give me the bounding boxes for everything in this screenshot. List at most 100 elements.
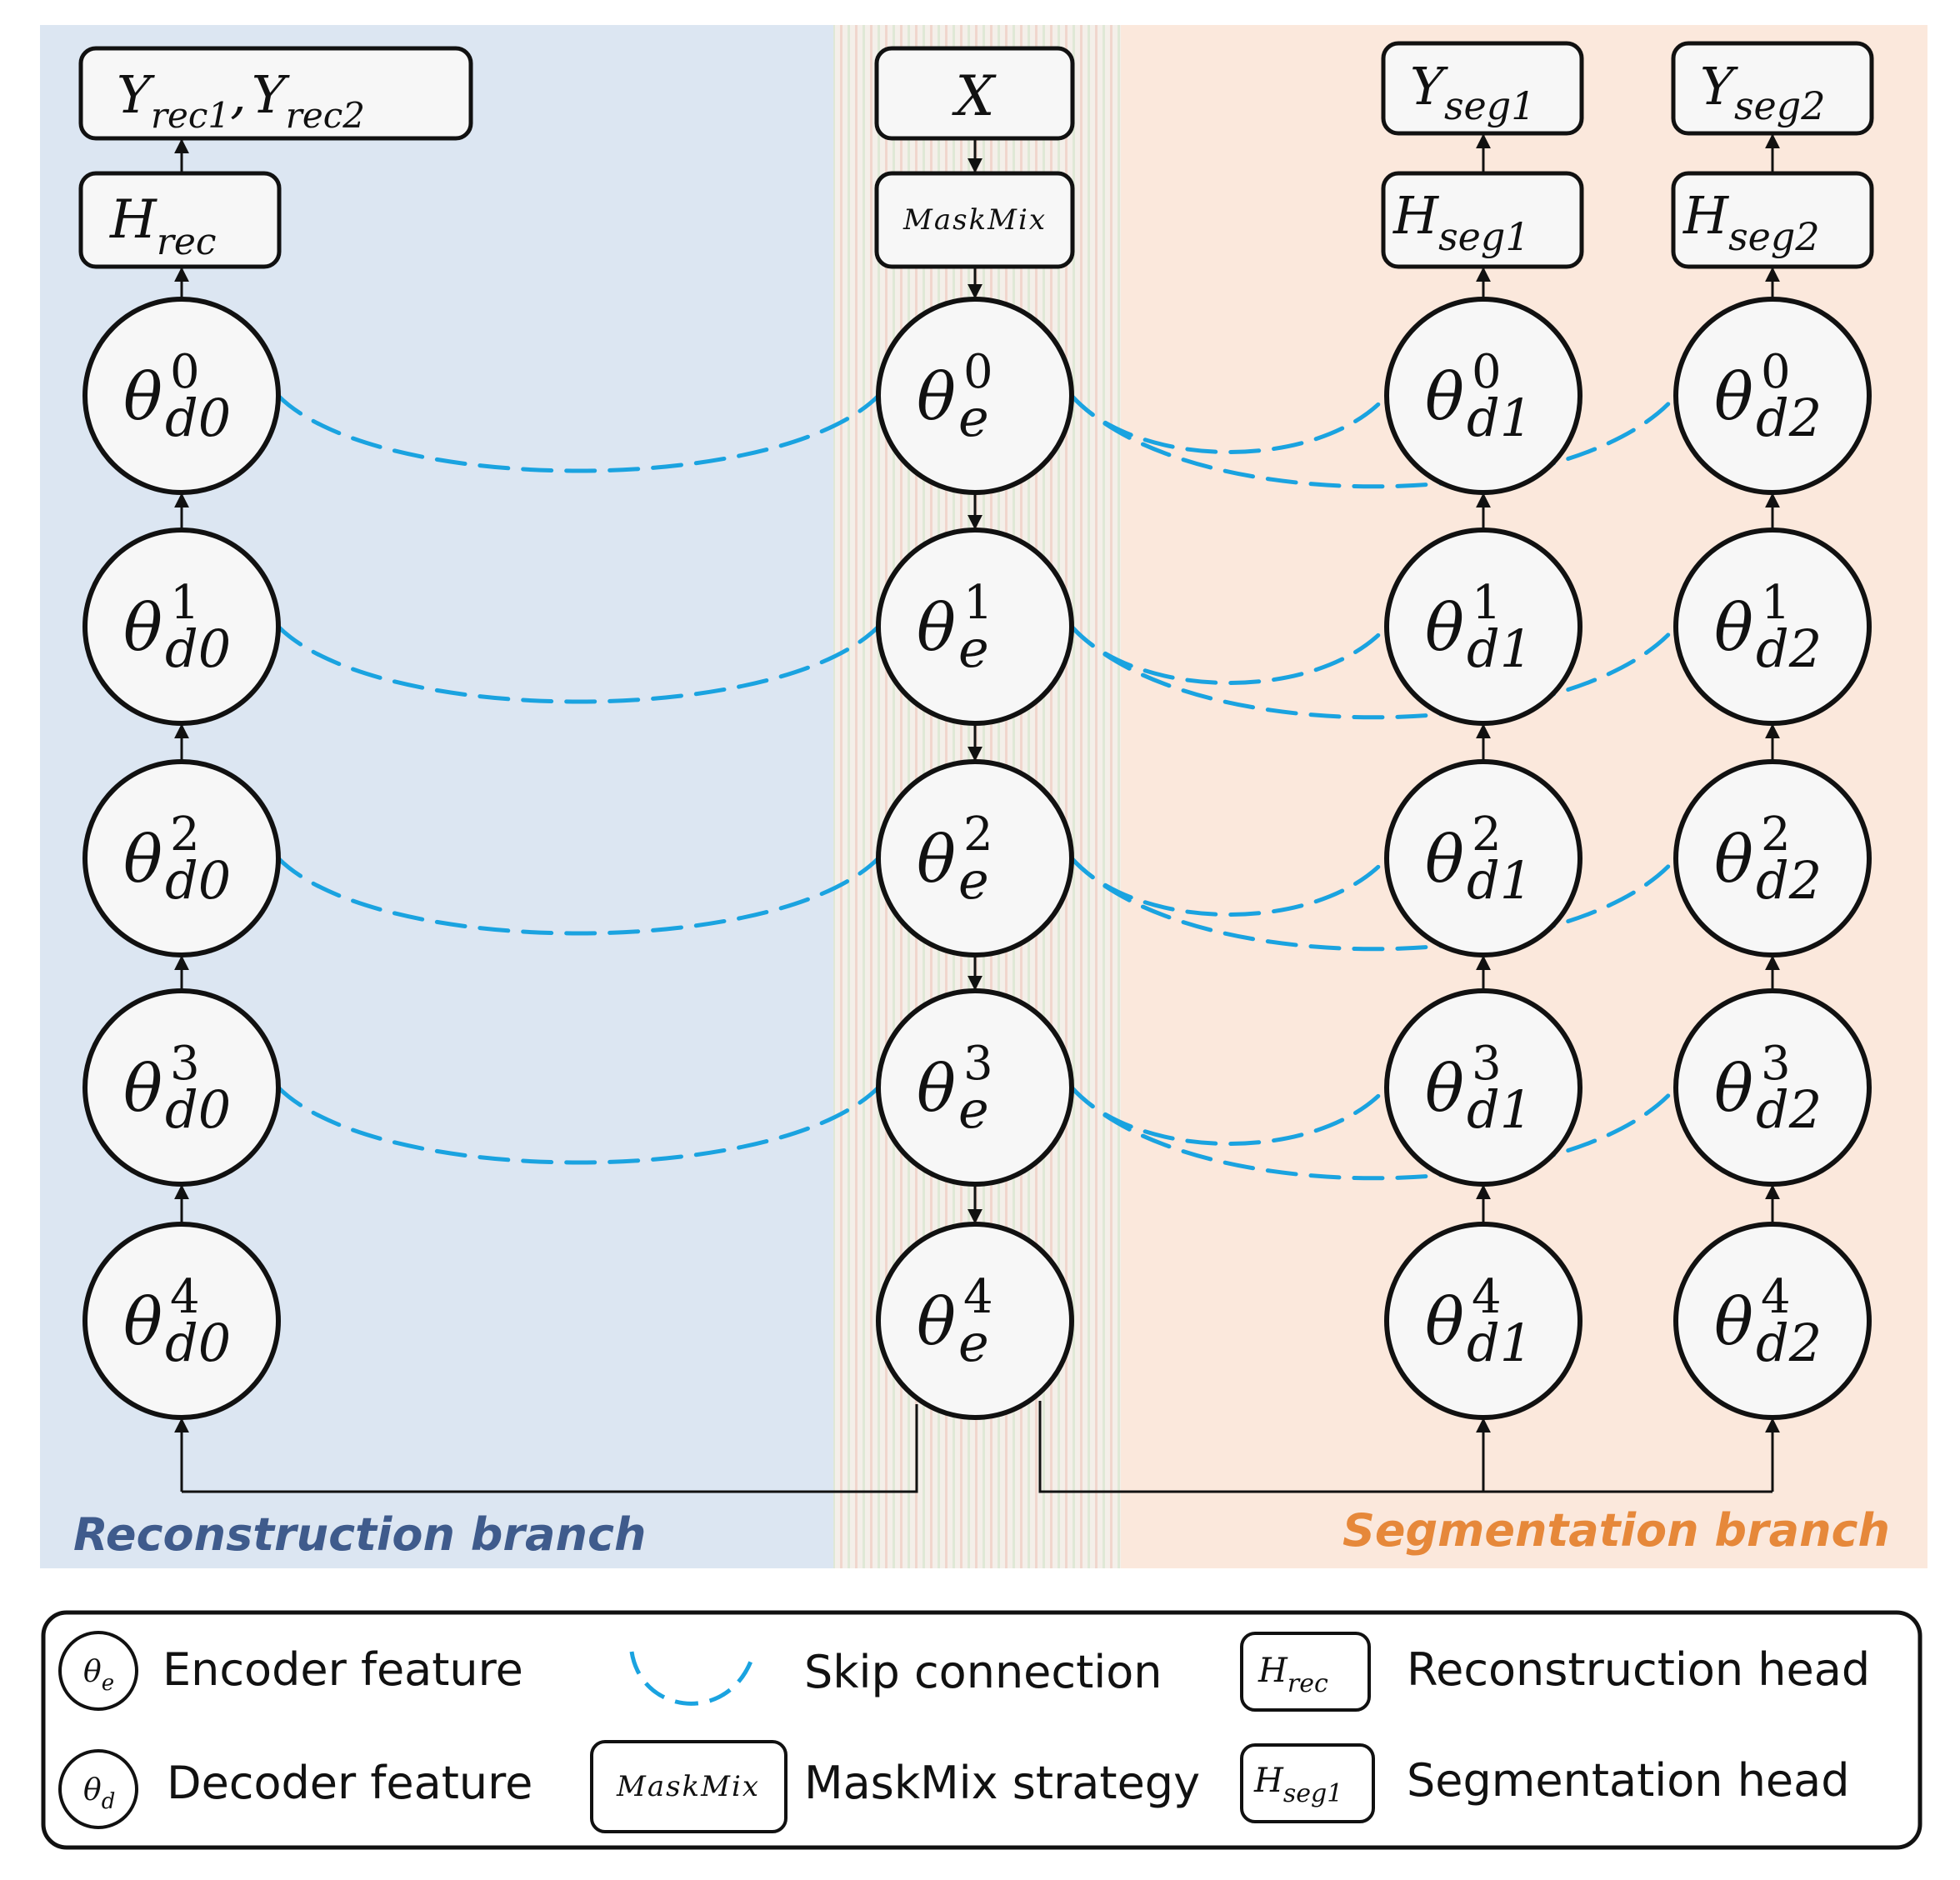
skip-connection-rec bbox=[276, 1085, 881, 1165]
legend-encoder-label: Encoder feature bbox=[162, 1643, 523, 1696]
legend-decoder-label: Decoder feature bbox=[167, 1757, 532, 1809]
svg-text:θe: θe bbox=[83, 1655, 114, 1696]
svg-text:X: X bbox=[952, 64, 998, 128]
node-circle bbox=[1673, 297, 1872, 495]
legend-seg-head-icon: Hseg1 bbox=[1240, 1743, 1375, 1823]
legend-frame bbox=[41, 1610, 1922, 1850]
skip-connection-seg2 bbox=[1069, 1085, 1678, 1181]
svg-text:Hrec: Hrec bbox=[109, 189, 217, 263]
svg-text:Hseg1: Hseg1 bbox=[1392, 185, 1530, 259]
node-circle bbox=[1673, 528, 1872, 726]
svg-text:Yseg2: Yseg2 bbox=[1700, 56, 1825, 128]
seg1-head-box: Hseg1 bbox=[1381, 171, 1584, 269]
flow-arrows bbox=[174, 133, 1780, 1493]
legend-maskmix-label: MaskMix strategy bbox=[804, 1757, 1200, 1809]
node-circle bbox=[1673, 759, 1872, 958]
node-circle bbox=[82, 1222, 281, 1420]
node-circle bbox=[876, 528, 1074, 726]
node-circle bbox=[1384, 759, 1582, 958]
node-circle bbox=[82, 297, 281, 495]
node-circle bbox=[82, 988, 281, 1187]
bottleneck-to-rec-line bbox=[182, 1404, 918, 1493]
node-circle bbox=[876, 1222, 1074, 1420]
legend-rec-head-label: Reconstruction head bbox=[1407, 1643, 1870, 1696]
seg2-output-box: Yseg2 bbox=[1671, 41, 1874, 136]
rec-head-box: Hrec bbox=[78, 171, 282, 269]
segmentation-branch-label: Segmentation branch bbox=[1342, 1504, 1890, 1557]
skip-connection-rec bbox=[276, 856, 881, 936]
svg-text:Hseg1: Hseg1 bbox=[1253, 1762, 1342, 1808]
skip-connection-rec bbox=[276, 624, 881, 704]
node-circle bbox=[1384, 1222, 1582, 1420]
bottleneck-to-seg-line bbox=[1038, 1401, 1772, 1493]
svg-text:θd: θd bbox=[83, 1773, 115, 1814]
svg-text:MaskMix: MaskMix bbox=[902, 203, 1047, 237]
legend-encoder-icon: θe bbox=[58, 1631, 138, 1711]
svg-text:Yseg1: Yseg1 bbox=[1410, 56, 1535, 128]
seg1-output-box: Yseg1 bbox=[1381, 41, 1584, 136]
svg-text:Hseg2: Hseg2 bbox=[1682, 185, 1820, 259]
skip-connection-seg2 bbox=[1069, 856, 1678, 952]
legend-skip-icon bbox=[629, 1651, 757, 1706]
node-circle bbox=[876, 759, 1074, 958]
reconstruction-branch-label: Reconstruction branch bbox=[73, 1508, 646, 1561]
node-circle bbox=[1384, 988, 1582, 1187]
maskmix-box: MaskMix bbox=[874, 171, 1075, 269]
skip-connection-rec bbox=[276, 393, 881, 473]
rec-output-box: Yrec1,Yrec2 bbox=[78, 46, 473, 141]
skip-connection-seg2 bbox=[1069, 393, 1678, 489]
legend-rec-head-icon: Hrec bbox=[1240, 1632, 1371, 1712]
skip-connections bbox=[276, 393, 1678, 1181]
svg-text:Yrec1,Yrec2: Yrec1,Yrec2 bbox=[117, 64, 365, 136]
skip-connection-seg2 bbox=[1069, 624, 1678, 720]
node-circle bbox=[1673, 988, 1872, 1187]
legend-skip-label: Skip connection bbox=[804, 1646, 1162, 1698]
node-circle bbox=[876, 988, 1074, 1187]
node-circle bbox=[1384, 528, 1582, 726]
seg2-head-box: Hseg2 bbox=[1671, 171, 1874, 269]
legend-seg-head-label: Segmentation head bbox=[1407, 1754, 1850, 1807]
svg-text:Hrec: Hrec bbox=[1258, 1652, 1328, 1698]
legend-maskmix-icon: MaskMix bbox=[590, 1740, 788, 1833]
svg-text:MaskMix: MaskMix bbox=[616, 1770, 760, 1803]
